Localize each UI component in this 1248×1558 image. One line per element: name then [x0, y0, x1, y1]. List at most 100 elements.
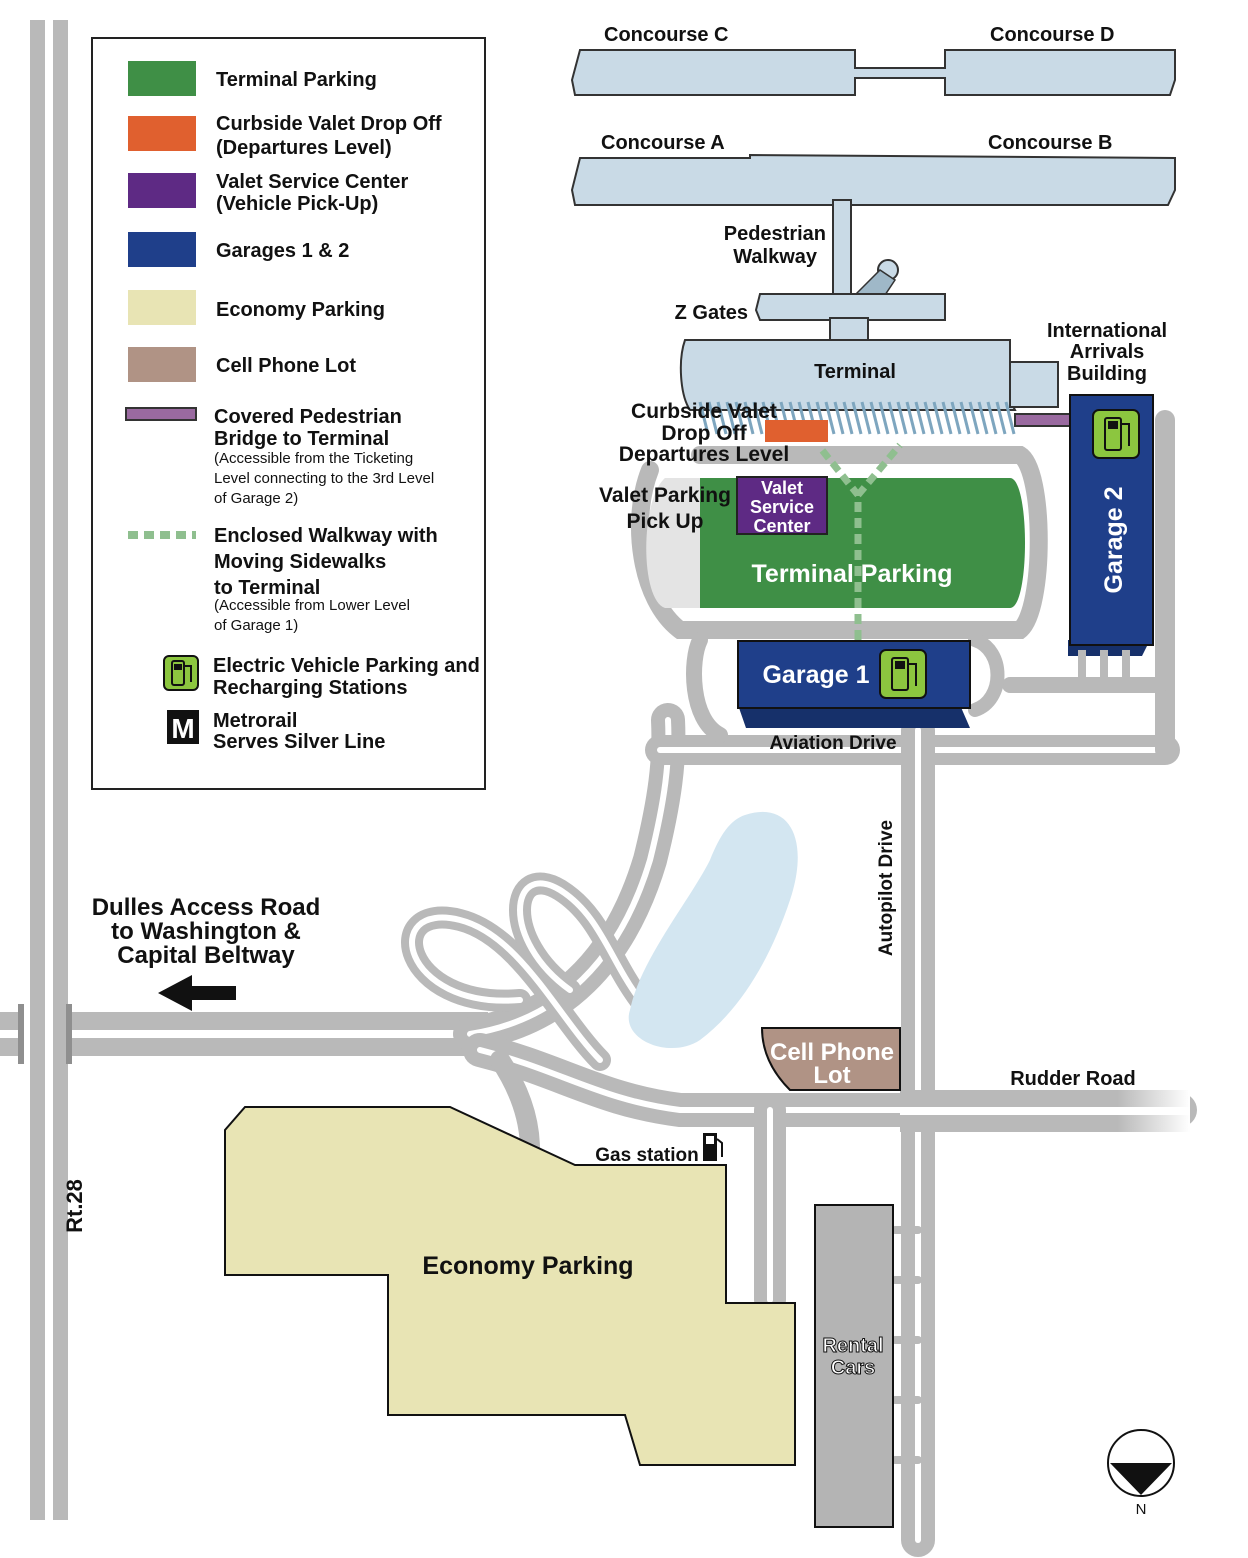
svg-text:Pick Up: Pick Up: [626, 510, 703, 533]
svg-text:Building: Building: [1067, 363, 1147, 385]
north-label: N: [1136, 1501, 1147, 1518]
concourse-ab: [570, 153, 1176, 206]
svg-text:Level connecting to the 3rd Le: Level connecting to the 3rd Level: [214, 470, 434, 487]
valet-service-center: [736, 476, 828, 535]
terminal-building: [679, 339, 1059, 435]
svg-text:Serves Silver Line: Serves Silver Line: [213, 731, 385, 753]
svg-text:Drop Off: Drop Off: [661, 422, 747, 445]
terminal-canopy-stripe: [743, 401, 755, 435]
gas-station-icon: [703, 1133, 723, 1161]
gas-station-label: Gas station: [595, 1145, 698, 1166]
garage-2-label: Garage 2: [1100, 486, 1128, 593]
terminal-canopy-stripe: [923, 401, 935, 435]
terminal-canopy-stripe: [869, 401, 881, 435]
terminal-parking-label: Terminal Parking: [752, 560, 953, 588]
terminal-canopy-stripe: [995, 401, 1007, 435]
terminal-canopy-stripe: [716, 401, 728, 435]
terminal-canopy-stripe: [950, 401, 962, 435]
curbside-valet-area: [765, 420, 828, 442]
svg-text:M: M: [171, 713, 194, 744]
legend: Terminal Parking Curbside Valet Drop Off…: [91, 37, 486, 790]
legend-walkway: Enclosed Walkway with: [214, 525, 438, 547]
pond: [628, 811, 798, 1049]
cell-phone-lot: [760, 1027, 901, 1091]
legend-valet-service: Valet Service Center: [216, 171, 409, 193]
terminal-canopy-stripe: [707, 401, 719, 435]
terminal-canopy-stripe: [698, 401, 710, 435]
terminal-canopy-stripe: [842, 401, 854, 435]
valet-center-label: Valet: [761, 478, 803, 498]
ev-icon-garage-1: [879, 649, 927, 699]
rt28-highway: [30, 20, 68, 1520]
rental-cars-label: Rental: [822, 1335, 883, 1357]
metro-icon: M: [167, 710, 199, 744]
terminal-canopy-stripe: [905, 401, 917, 435]
curbside-valet-label: Curbside Valet: [631, 400, 777, 423]
concourse-cd: [570, 49, 1176, 96]
terminal-canopy-stripe: [1004, 401, 1016, 435]
terminal-canopy-stripe: [734, 401, 746, 435]
terminal-canopy-stripe: [824, 401, 836, 435]
legend-swatch-curbside-valet: [128, 116, 196, 151]
svg-text:Service: Service: [750, 497, 814, 517]
legend-economy: Economy Parking: [216, 299, 385, 321]
svg-text:Cars: Cars: [831, 1357, 875, 1379]
garage-1-label: Garage 1: [762, 661, 869, 689]
legend-cell-phone: Cell Phone Lot: [216, 355, 356, 377]
svg-text:Departures Level: Departures Level: [619, 443, 789, 466]
z-gates: [754, 293, 946, 345]
terminal-label: Terminal: [814, 361, 896, 383]
legend-swatch-bridge: [125, 407, 197, 421]
cell-phone-lot-label: Cell Phone: [770, 1039, 894, 1066]
svg-text:Recharging Stations: Recharging Stations: [213, 677, 407, 699]
terminal-canopy-stripe: [986, 401, 998, 435]
terminal-canopy-stripe: [752, 401, 764, 435]
rt28-label: Rt.28: [62, 1179, 87, 1233]
legend-ev: Electric Vehicle Parking and: [213, 655, 480, 677]
svg-text:(Accessible from Lower Level: (Accessible from Lower Level: [214, 597, 410, 614]
ev-icon: [163, 655, 199, 691]
legend-swatch-terminal-parking: [128, 61, 196, 96]
legend-garages: Garages 1 & 2: [216, 240, 349, 262]
svg-text:(Vehicle Pick-Up): (Vehicle Pick-Up): [216, 193, 378, 215]
economy-parking-area: [224, 1106, 796, 1466]
concourse-a-label: Concourse A: [601, 132, 725, 154]
legend-swatch-garages: [128, 232, 196, 267]
dulles-access-label: Dulles Access Road: [92, 894, 321, 921]
legend-terminal-parking: Terminal Parking: [216, 69, 377, 91]
svg-text:Capital Beltway: Capital Beltway: [117, 942, 295, 969]
pedestrian-walkway-label: Pedestrian: [724, 223, 826, 245]
legend-swatch-valet-service: [128, 173, 196, 208]
terminal-canopy-stripe: [941, 401, 953, 435]
concourse-b-label: Concourse B: [988, 132, 1112, 154]
svg-text:to Terminal: to Terminal: [214, 577, 320, 599]
ev-icon-garage-2: [1092, 409, 1140, 459]
legend-bridge: Covered Pedestrian: [214, 406, 402, 428]
autopilot-drive-label: Autopilot Drive: [876, 820, 897, 956]
arrow-left-icon: [158, 975, 236, 1011]
legend-curbside-valet: Curbside Valet Drop Off: [216, 113, 442, 135]
economy-parking-label: Economy Parking: [422, 1252, 633, 1280]
concourse-c-label: Concourse C: [604, 24, 728, 46]
svg-text:of Garage 2): of Garage 2): [214, 490, 298, 507]
svg-text:of Garage 1): of Garage 1): [214, 617, 298, 634]
svg-text:Walkway: Walkway: [733, 246, 818, 268]
terminal-canopy-stripe: [932, 401, 944, 435]
terminal-canopy-stripe: [725, 401, 737, 435]
rudder-road-label: Rudder Road: [1010, 1068, 1136, 1090]
svg-text:Center: Center: [753, 516, 810, 536]
z-gates-label: Z Gates: [675, 302, 748, 324]
legend-swatch-cell-phone: [128, 347, 196, 382]
terminal-canopy-stripe: [833, 401, 845, 435]
svg-text:Lot: Lot: [813, 1062, 850, 1089]
svg-text:Bridge to Terminal: Bridge to Terminal: [214, 428, 389, 450]
terminal-canopy-stripe: [977, 401, 989, 435]
svg-text:to Washington &: to Washington &: [111, 918, 301, 945]
terminal-canopy-stripe: [959, 401, 971, 435]
terminal-canopy-stripe: [968, 401, 980, 435]
aviation-drive-label: Aviation Drive: [769, 733, 896, 754]
road-network: [401, 410, 1197, 1557]
terminal-canopy-stripe: [896, 401, 908, 435]
legend-swatch-economy: [128, 290, 196, 325]
